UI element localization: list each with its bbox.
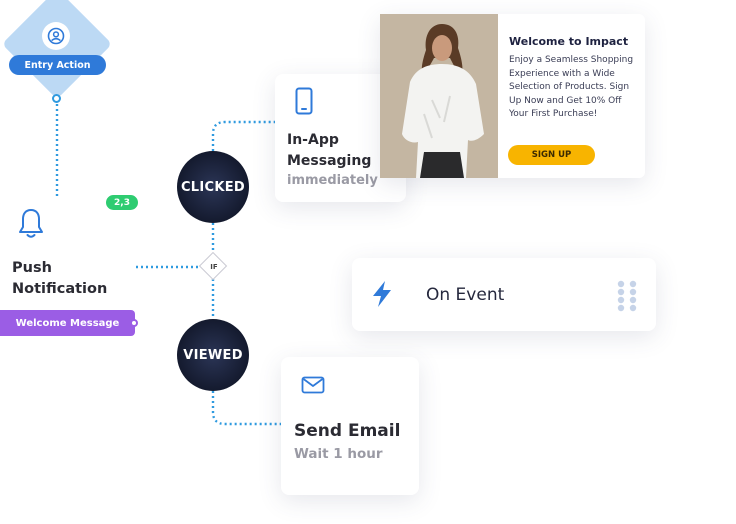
push-notification-title: Push Notification: [12, 258, 132, 300]
count-badge: 2,3: [106, 195, 138, 210]
on-event-card[interactable]: [352, 258, 656, 331]
sign-up-button[interactable]: SIGN UP: [508, 145, 595, 165]
viewed-branch-node[interactable]: VIEWED: [177, 319, 249, 391]
welcome-connector-dot[interactable]: [130, 319, 138, 327]
in-app-title-line2: Messaging: [287, 153, 372, 169]
in-app-timing: immediately: [287, 173, 378, 188]
push-title-line2: Notification: [12, 281, 108, 297]
on-event-label: On Event: [426, 285, 505, 305]
send-email-delay: Wait 1 hour: [294, 446, 383, 462]
model-photo: [380, 14, 498, 178]
envelope-icon: [301, 376, 325, 398]
entry-connector-dot[interactable]: [52, 94, 61, 103]
user-circle-icon: [42, 22, 70, 50]
if-label: IF: [210, 263, 218, 271]
popup-title: Welcome to Impact: [509, 35, 629, 48]
mobile-phone-icon: [295, 87, 313, 119]
lightning-bolt-icon: [370, 280, 394, 312]
send-email-title: Send Email: [294, 421, 401, 441]
in-app-title-line1: In-App: [287, 132, 339, 148]
popup-body-text: Enjoy a Seamless Shopping Experience wit…: [509, 55, 634, 119]
push-title-line1: Push: [12, 260, 52, 276]
clicked-branch-node[interactable]: CLICKED: [177, 151, 249, 223]
welcome-message-pill[interactable]: Welcome Message: [0, 310, 135, 336]
bell-icon: [17, 207, 45, 245]
drag-grip-icon[interactable]: [616, 280, 638, 312]
entry-action-pill[interactable]: Entry Action: [9, 55, 106, 75]
in-app-title: In-App Messaging: [287, 130, 397, 172]
